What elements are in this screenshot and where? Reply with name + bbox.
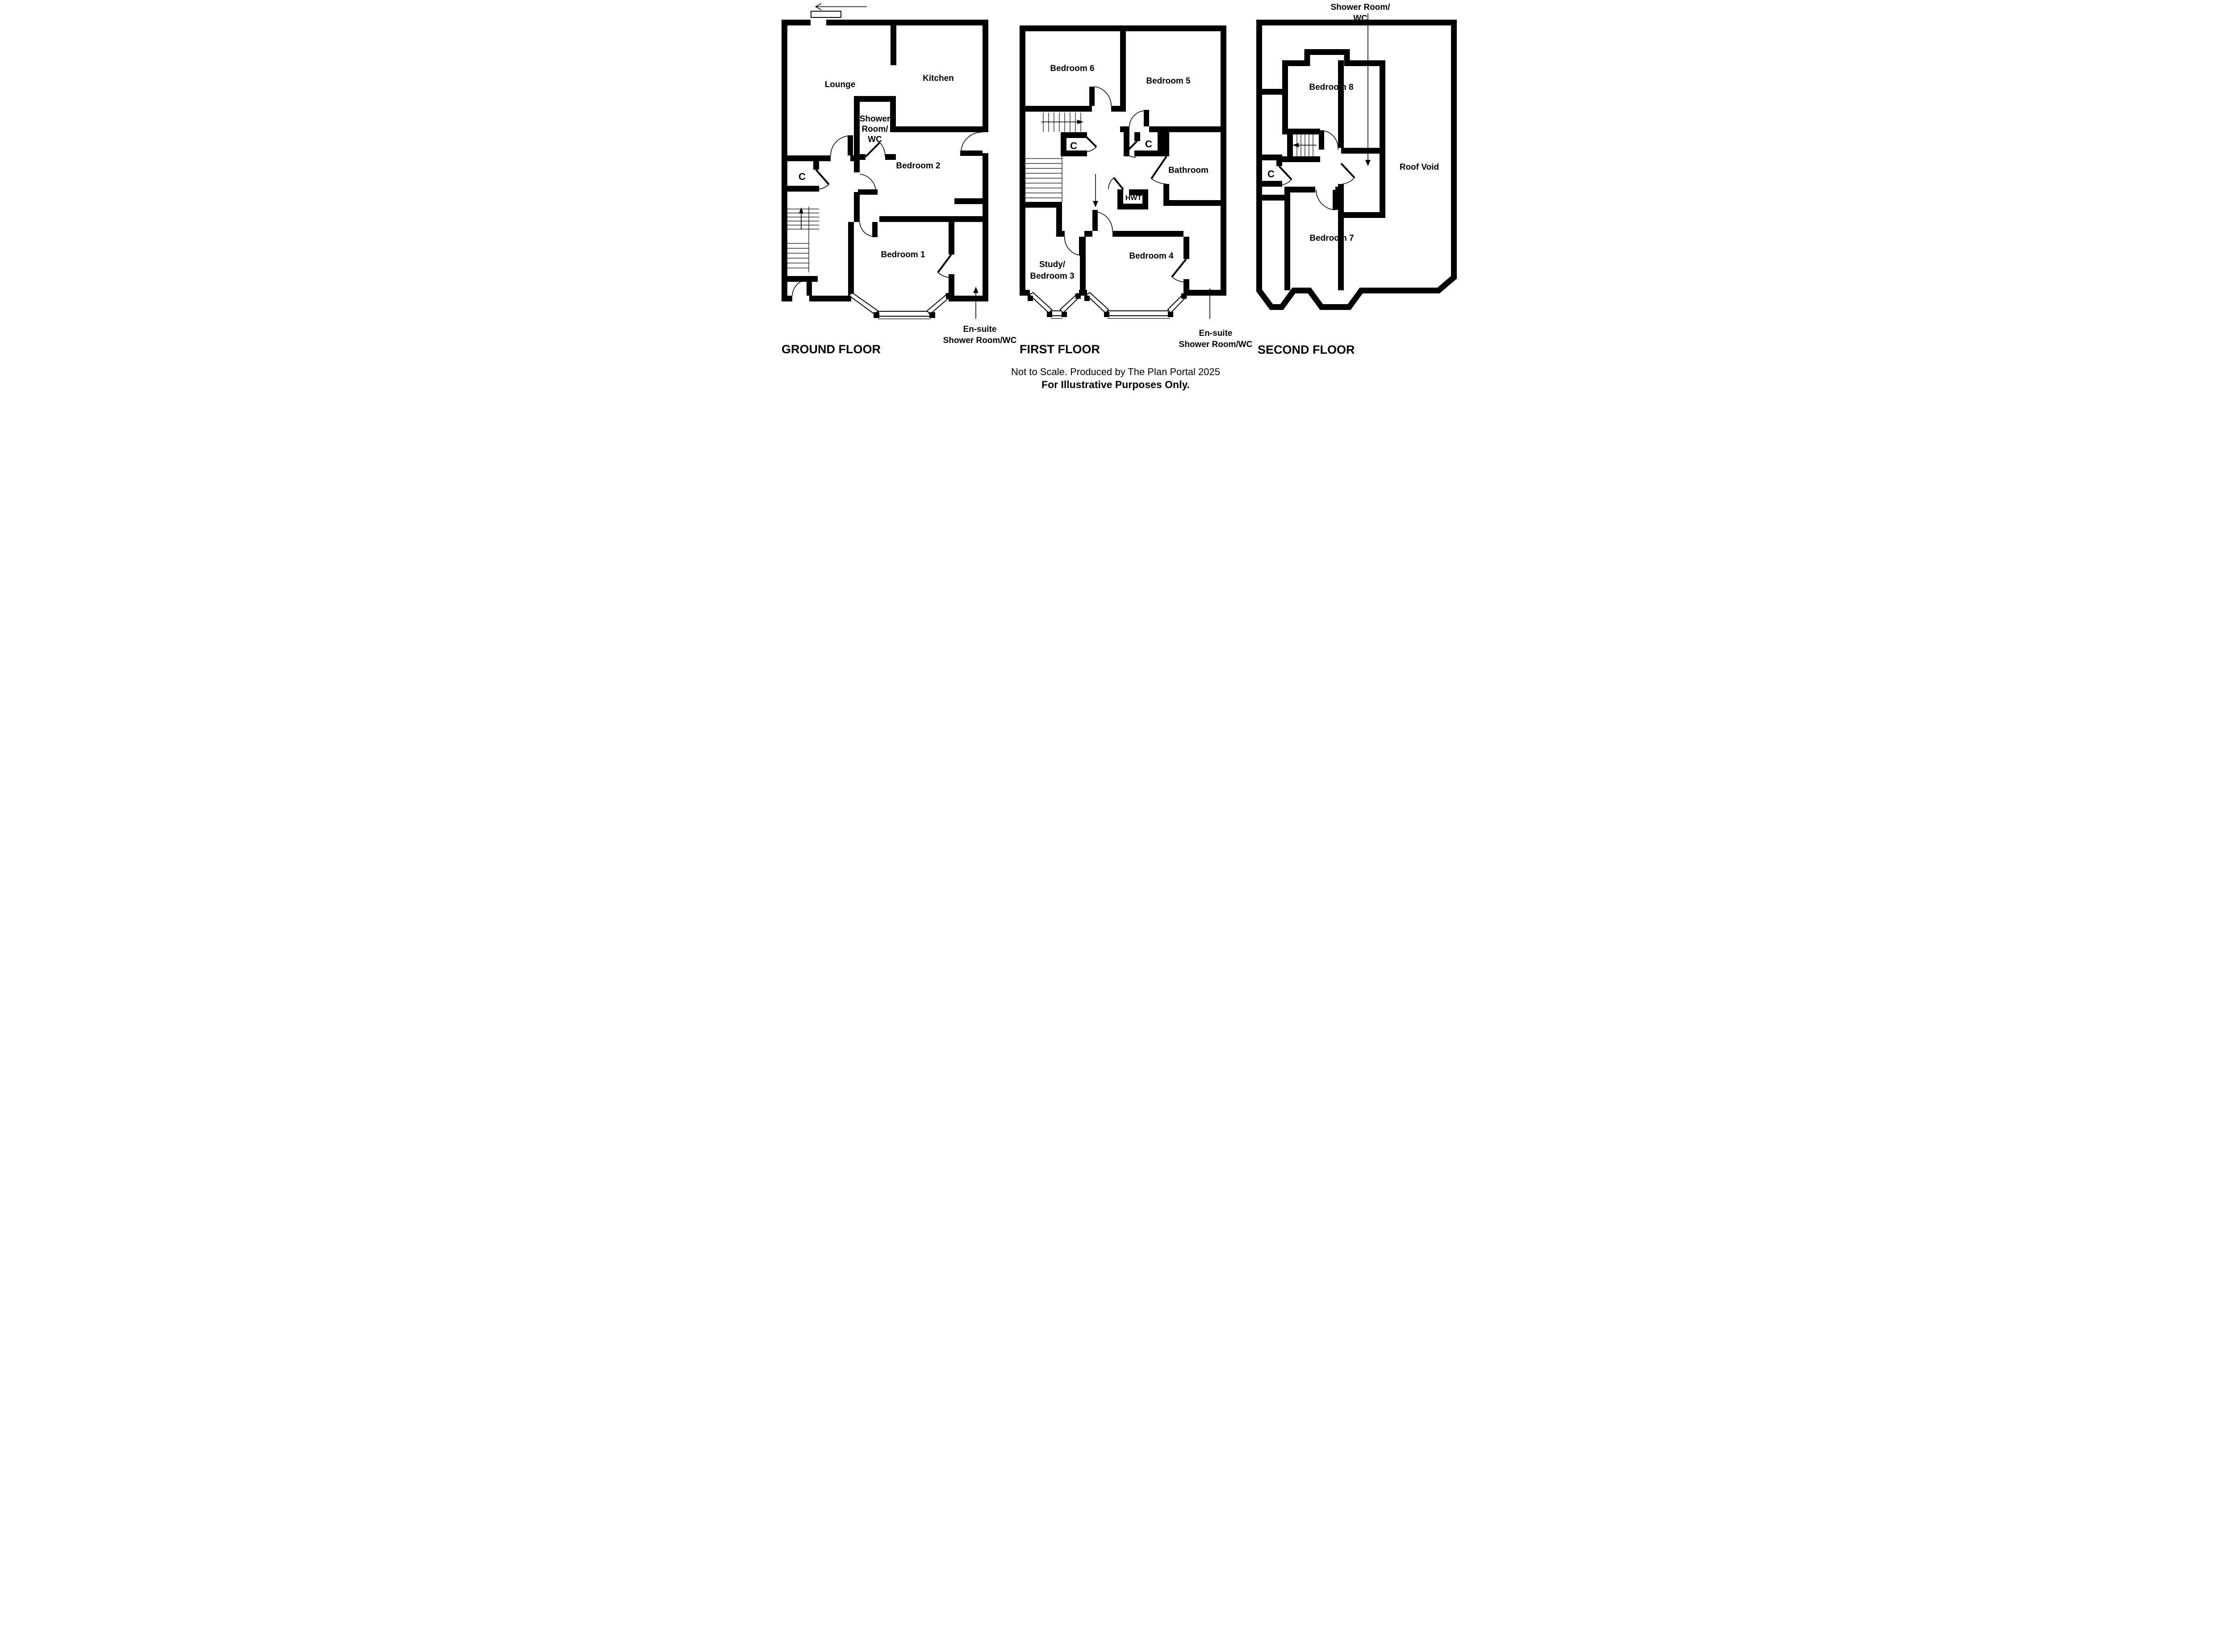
label-sf-shower-2: WC [1353, 14, 1367, 23]
ff-door-leaves [1079, 87, 1149, 255]
label-gf-ensuite-2: Shower Room/WC [943, 336, 1017, 345]
floorplan-drawing: Lounge Kitchen Shower Room/ WC C Bedroom… [766, 0, 1467, 399]
label-study-2: Bedroom 3 [1030, 272, 1074, 281]
label-gf-shower-2: Room/ [861, 125, 888, 134]
label-sf-shower-1: Shower Room/ [1330, 3, 1390, 12]
ground-floor-plan: Lounge Kitchen Shower Room/ WC C Bedroom… [782, 3, 1017, 356]
sf-door-arcs [1280, 130, 1355, 210]
sf-outer-walls [1256, 20, 1457, 310]
label-bedroom-6: Bedroom 6 [1050, 64, 1094, 73]
sf-shower-arrow-icon [1365, 13, 1371, 166]
sf-bedroom8-top-wall [1282, 49, 1383, 66]
gf-door-arcs [792, 132, 983, 296]
sf-door-leaves [1319, 130, 1338, 210]
title-ground-floor: GROUND FLOOR [782, 343, 881, 356]
label-ff-ensuite-2: Shower Room/WC [1179, 340, 1253, 349]
label-sf-closet: C [1267, 168, 1275, 180]
label-study-1: Study/ [1039, 260, 1066, 269]
label-hwt: HWT [1125, 194, 1142, 202]
label-bedroom-5: Bedroom 5 [1146, 76, 1191, 86]
gf-walls [782, 20, 988, 301]
gf-bay-window [845, 292, 952, 319]
label-bedroom-8: Bedroom 8 [1309, 83, 1353, 92]
ff-walls [1020, 25, 1226, 296]
label-bathroom: Bathroom [1168, 166, 1208, 175]
ff-bay-window-right [1084, 292, 1188, 319]
label-bedroom-4: Bedroom 4 [1129, 251, 1174, 261]
gf-entrance-door [811, 3, 867, 18]
floorplan-page: Lounge Kitchen Shower Room/ WC C Bedroom… [766, 0, 1467, 399]
sf-door-leaves-angled [1278, 163, 1355, 180]
label-ff-ensuite-1: En-suite [1199, 329, 1233, 338]
first-floor-plan: Bedroom 6 Bedroom 5 C C Bathroom HWT Stu… [1020, 25, 1253, 356]
label-bedroom-1: Bedroom 1 [881, 250, 925, 259]
gf-door-leaves-angled [815, 142, 952, 273]
label-lounge: Lounge [825, 80, 856, 89]
ff-stairs [1025, 113, 1098, 207]
gf-stairs [787, 206, 819, 272]
title-second-floor: SECOND FLOOR [1258, 343, 1355, 356]
gf-ensuite-arrow-icon [973, 287, 979, 319]
label-roof-void: Roof Void [1400, 163, 1439, 172]
label-ff-closet-left: C [1070, 140, 1077, 151]
label-gf-closet: C [799, 171, 806, 182]
ff-door-leaves-angled [1083, 134, 1187, 278]
label-bedroom-2: Bedroom 2 [896, 161, 940, 171]
footer: Not to Scale. Produced by The Plan Porta… [1011, 366, 1220, 390]
second-floor-plan: Shower Room/ WC Bedroom 8 Roof Void C Be… [1256, 3, 1457, 356]
footer-line-1: Not to Scale. Produced by The Plan Porta… [1011, 366, 1220, 377]
ff-bay-window-left [1028, 292, 1081, 319]
sf-walls [1262, 60, 1385, 290]
label-gf-shower-3: WC [868, 135, 882, 144]
label-bedroom-7: Bedroom 7 [1309, 234, 1354, 243]
title-first-floor: FIRST FLOOR [1020, 343, 1100, 356]
label-gf-shower-1: Shower [860, 114, 891, 124]
footer-line-2: For Illustrative Purposes Only. [1041, 379, 1190, 390]
ff-door-arcs [1064, 86, 1187, 283]
gf-entrance-arrow-icon [815, 3, 867, 10]
label-kitchen: Kitchen [923, 74, 954, 83]
label-ff-closet-right: C [1145, 138, 1152, 150]
gf-door-leaves [807, 135, 983, 296]
sf-stairs [1292, 134, 1317, 156]
label-gf-ensuite-1: En-suite [963, 325, 997, 334]
